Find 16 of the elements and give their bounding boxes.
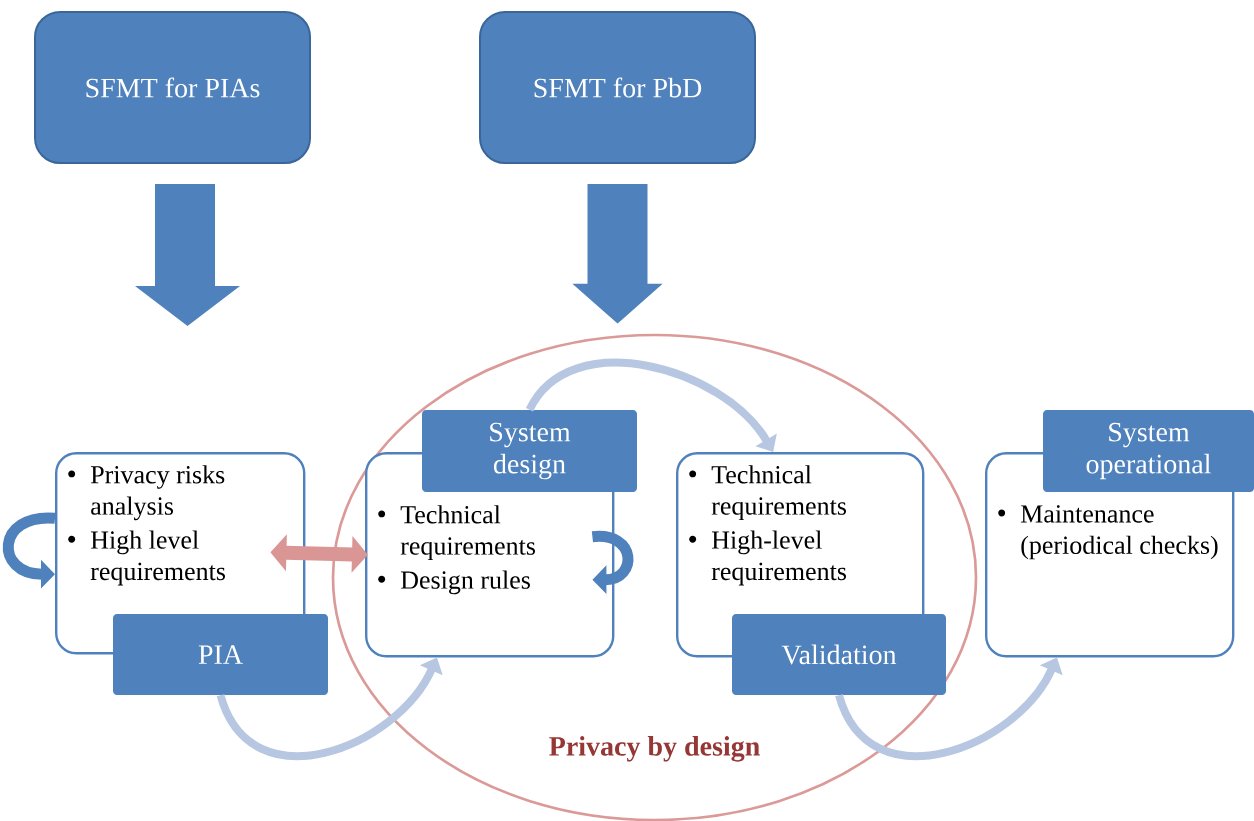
- stage-tab: PIA: [113, 614, 328, 695]
- bullet-item: High-level requirements: [689, 530, 846, 586]
- process-box: SFMT for PbD: [479, 11, 756, 164]
- bullet-item: Privacy risks analysis: [68, 465, 225, 521]
- block-arrow: [135, 184, 240, 326]
- stage-tab: System design: [422, 410, 637, 492]
- process-box: SFMT for PIAs: [34, 11, 311, 164]
- bullet-item: High level requirements: [68, 530, 225, 586]
- stage-tab: System operational: [1043, 410, 1254, 492]
- stage-tab: Validation: [732, 614, 946, 695]
- bullet-item: Technical requirements: [689, 465, 846, 521]
- curved-arrow: [526, 358, 777, 452]
- bullet-item: Design rules: [378, 570, 530, 595]
- curved-arrow: [592, 531, 634, 595]
- bullet-item: Maintenance (periodical checks): [998, 505, 1218, 560]
- bullet-item: Technical requirements: [378, 505, 535, 561]
